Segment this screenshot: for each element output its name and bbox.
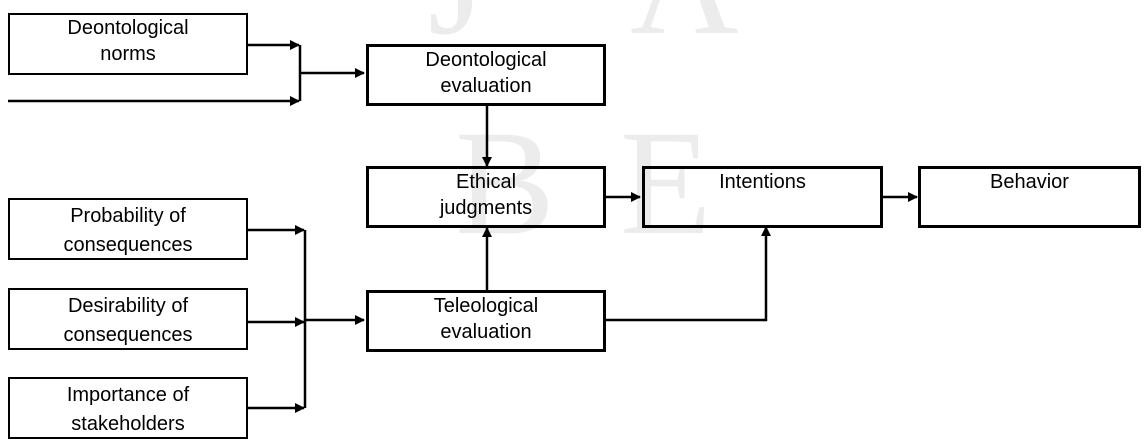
box-probability-of-consequences-line1: Probability of xyxy=(70,205,186,227)
box-deontological-norms-line1: Deontological xyxy=(67,17,189,39)
box-importance-of-stakeholders: Importance of stakeholders xyxy=(8,377,248,439)
box-desirability-of-consequences-line2: consequences xyxy=(63,324,193,346)
watermark-letter-e: E xyxy=(620,100,712,266)
box-ethical-judgments-line2: judgments xyxy=(439,197,533,219)
box-probability-of-consequences: Probability of consequences xyxy=(8,198,248,260)
box-deontological-norms: Deontological norms xyxy=(8,13,248,75)
box-desirability-of-consequences-line1: Desirability of xyxy=(67,295,189,317)
box-teleological-evaluation: Teleological evaluation xyxy=(366,290,606,352)
box-ethical-judgments-line1: Ethical xyxy=(455,171,517,193)
box-teleological-evaluation-line2: evaluation xyxy=(440,321,532,343)
box-intentions: Intentions xyxy=(642,166,883,228)
box-importance-of-stakeholders-line1: Importance of xyxy=(66,384,190,406)
box-deontological-evaluation-line2: evaluation xyxy=(440,75,532,97)
box-importance-of-stakeholders-line2: stakeholders xyxy=(71,413,185,435)
box-intentions-line1: Intentions xyxy=(719,171,806,193)
box-behavior: Behavior xyxy=(918,166,1141,228)
watermark-letter-b: B xyxy=(455,100,556,266)
box-ethical-judgments: Ethical judgments xyxy=(366,166,606,228)
box-deontological-evaluation: Deontological evaluation xyxy=(366,44,606,106)
box-desirability-of-consequences: Desirability of consequences xyxy=(8,288,248,350)
watermark-letter-a: A xyxy=(630,0,738,58)
box-behavior-line1: Behavior xyxy=(990,171,1069,193)
box-probability-of-consequences-line2: consequences xyxy=(63,234,193,256)
watermark-letter-j: J xyxy=(428,0,486,58)
box-deontological-evaluation-line1: Deontological xyxy=(425,49,547,71)
box-deontological-norms-line2: norms xyxy=(100,43,156,65)
box-teleological-evaluation-line1: Teleological xyxy=(433,295,539,317)
connector-teleological-to-intentions xyxy=(605,226,771,322)
